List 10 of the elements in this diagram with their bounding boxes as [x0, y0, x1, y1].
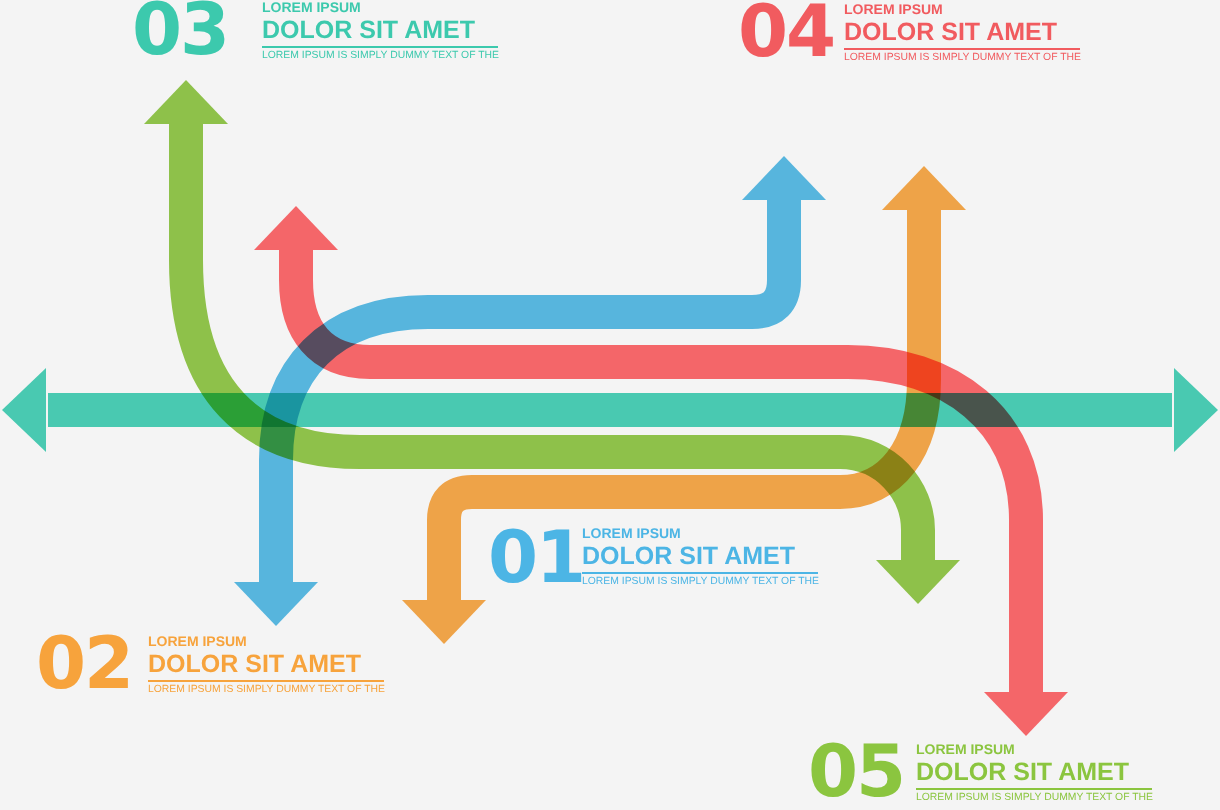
step-number: 03	[132, 4, 229, 60]
step-title: DOLOR SIT AMET	[582, 544, 819, 574]
step-title: DOLOR SIT AMET	[844, 20, 1081, 50]
step-number: 04	[738, 6, 835, 62]
step-number: 02	[36, 638, 133, 694]
step-title: DOLOR SIT AMET	[148, 652, 385, 682]
step-title: DOLOR SIT AMET	[262, 18, 499, 48]
step-number: 01	[488, 532, 585, 588]
step-number: 05	[808, 746, 905, 802]
step-title: DOLOR SIT AMET	[916, 760, 1153, 790]
